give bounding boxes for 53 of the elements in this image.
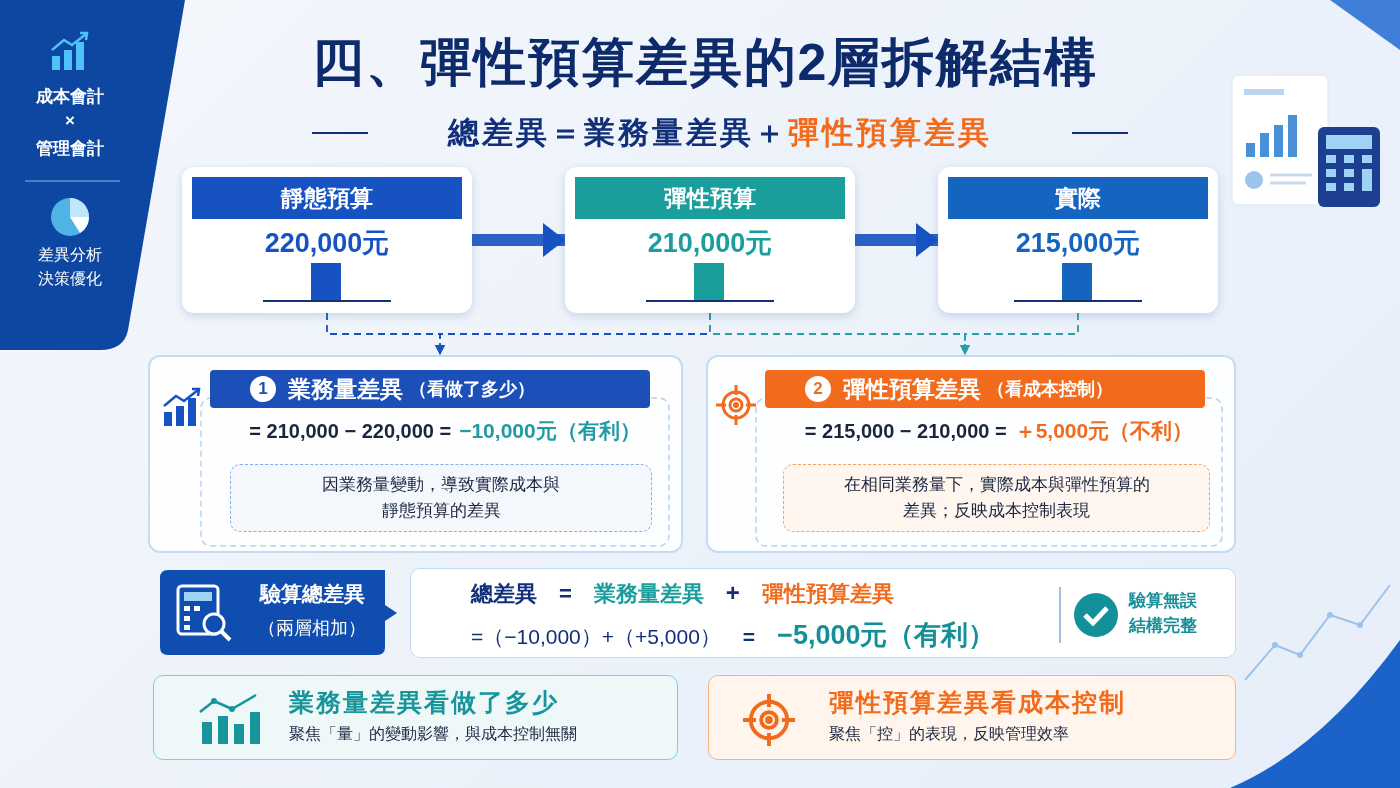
result-value: −10,000元（有利） <box>459 418 641 444</box>
summary-text: 聚焦「控」的表現，反映管理效率 <box>829 724 1069 744</box>
times-sign: × <box>65 111 75 131</box>
summary-title: 業務量差異看做了多少 <box>289 687 559 718</box>
summary-text: 聚焦「量」的變動影響，與成本控制無關 <box>289 724 577 744</box>
variance-panel <box>706 355 1236 553</box>
panel-subtitle: （看做了多少） <box>409 378 535 401</box>
summary-title: 彈性預算差異看成本控制 <box>829 687 1126 718</box>
formula-text: = 210,000 − 220,000 = <box>249 420 452 443</box>
card-header: 靜態預算 <box>192 177 462 219</box>
amount-value: 210,000元 <box>647 228 773 258</box>
formula-term: 彈性預算差異 <box>761 580 894 608</box>
formula-term: 總差異 <box>471 580 537 608</box>
plus-sign: + <box>725 579 740 607</box>
formula-term: 業務量差異 <box>593 580 704 608</box>
formula-panel <box>410 568 1236 658</box>
arrow <box>472 223 565 257</box>
panel-subtitle: （看成本控制） <box>987 378 1113 401</box>
arrow <box>855 223 938 257</box>
sidebar-text: 成本會計 <box>35 86 105 108</box>
panel-title: 彈性預算差異 <box>843 374 981 404</box>
title: 四、彈性預算差異的2層拆解結構 <box>310 32 1100 93</box>
budget-card <box>565 167 855 313</box>
callout-box <box>160 570 398 655</box>
note-box <box>230 464 652 532</box>
formula-calculation: =（−10,000）+（+5,000） <box>471 624 721 650</box>
summary-card <box>153 675 678 760</box>
sidebar-text: 管理會計 <box>35 138 105 160</box>
result-value: ＋5,000元（不利） <box>1014 418 1194 444</box>
callout-subtitle: （兩層相加） <box>258 617 366 640</box>
subtitle-text: 總差異＝業務量差異＋ <box>448 114 788 152</box>
amount-value: 220,000元 <box>264 228 390 258</box>
formula-text: = 215,000 − 210,000 = <box>804 420 1007 443</box>
sidebar-text: 差異分析決策優化 <box>37 245 103 289</box>
equals-sign: = <box>742 625 756 649</box>
amount-value: 215,000元 <box>1015 228 1141 258</box>
budget-card <box>938 167 1218 313</box>
card-header: 實際 <box>948 177 1208 219</box>
variance-panel <box>148 355 683 553</box>
equals-sign: = <box>559 581 572 607</box>
budget-card <box>182 167 472 313</box>
subtitle-text: 彈性預算差異 <box>788 114 992 152</box>
note-text: 因業務量變動，導致實際成本與靜態預算的差異 <box>321 473 561 522</box>
verification-note: 驗算無誤結構完整 <box>1129 590 1198 637</box>
result-value: −5,000元（有利） <box>777 619 996 652</box>
note-text: 在相同業務量下，實際成本與彈性預算的差異；反映成本控制表現 <box>842 473 1151 522</box>
callout-title: 驗算總差異 <box>259 581 365 607</box>
card-header: 彈性預算 <box>575 177 845 219</box>
note-box <box>783 464 1210 532</box>
panel-title: 業務量差異 <box>288 374 403 404</box>
sidebar-panel <box>0 0 185 350</box>
arrow <box>960 312 1079 356</box>
summary-card <box>708 675 1236 760</box>
